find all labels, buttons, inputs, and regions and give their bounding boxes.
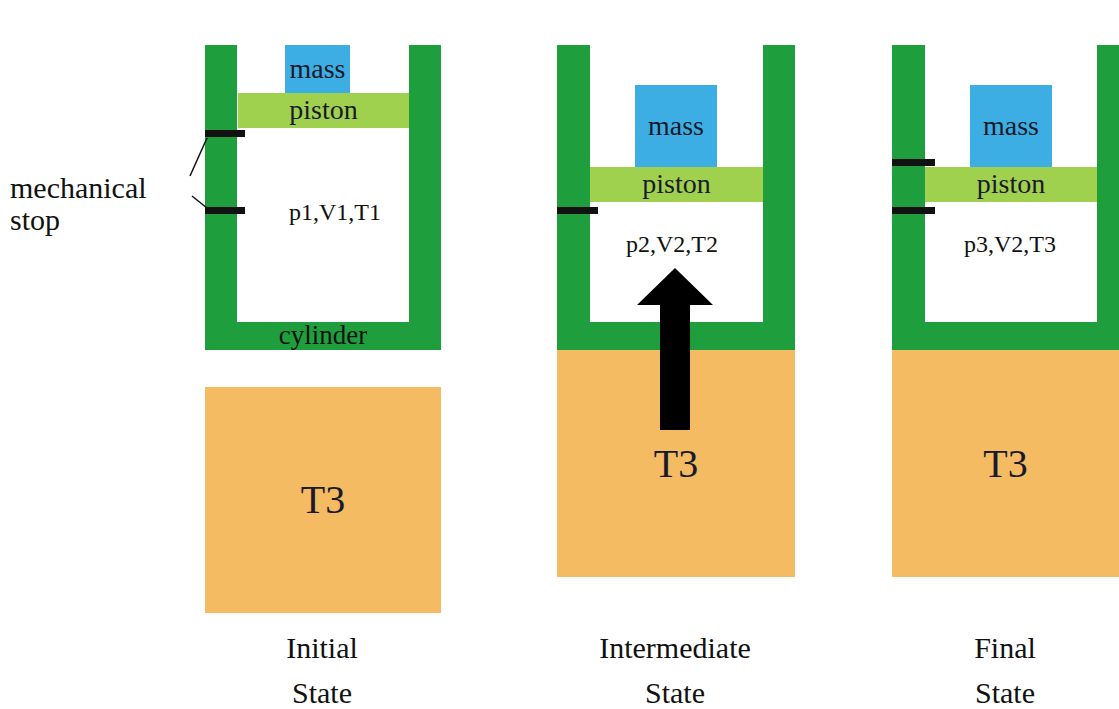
- leader-line: [192, 196, 207, 208]
- cylinder-wall: [205, 45, 441, 350]
- node-text: mass: [983, 111, 1039, 142]
- piston: piston: [925, 167, 1097, 202]
- mechanical-stop: [205, 130, 245, 137]
- state-caption: Intermediate State: [599, 625, 751, 709]
- cylinder-wall: [892, 45, 1119, 350]
- thermal-reservoir: T3: [205, 387, 441, 613]
- state-variables: p2,V2,T2: [626, 231, 718, 257]
- heat-arrow: [637, 268, 713, 430]
- thermal-reservoir: T3: [892, 350, 1119, 577]
- piston: piston: [238, 93, 409, 128]
- node-text: mass: [648, 111, 704, 142]
- mass-block: mass: [970, 85, 1052, 167]
- mass-block: mass: [635, 85, 717, 167]
- mass-block: mass: [285, 45, 350, 93]
- leader-line: [190, 138, 207, 176]
- node-text: T3: [654, 442, 698, 486]
- node-text: piston: [977, 169, 1045, 200]
- mechanical-stop: [557, 207, 598, 214]
- node-text: T3: [983, 442, 1027, 486]
- node-text: mass: [290, 54, 346, 85]
- state-caption: Final State: [974, 625, 1036, 709]
- node-text: piston: [642, 169, 710, 200]
- mechanical-stop: [205, 207, 245, 214]
- state-variables: p1,V1,T1: [289, 199, 381, 225]
- node-text: piston: [289, 95, 357, 126]
- part-label: mechanical stop: [10, 172, 147, 236]
- part-label: cylinder: [279, 321, 367, 351]
- state-variables: p3,V2,T3: [964, 231, 1056, 257]
- node-text: T3: [301, 478, 345, 522]
- mechanical-stop: [892, 207, 935, 214]
- piston: piston: [590, 167, 763, 202]
- state-caption: Initial State: [286, 625, 358, 709]
- mechanical-stop: [892, 159, 935, 166]
